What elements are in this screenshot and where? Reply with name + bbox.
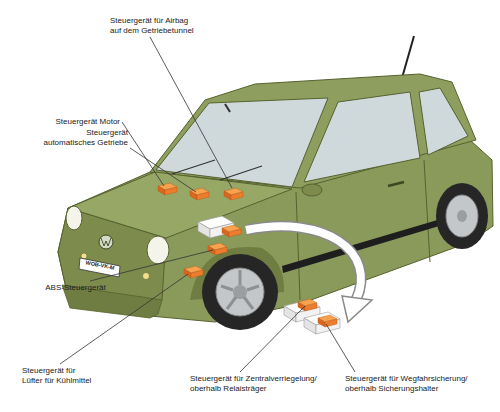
rear-hub	[457, 210, 467, 222]
antenna	[402, 36, 414, 78]
license-plate-text: WOB-VK-M	[80, 258, 121, 273]
callout-label: Steuergerät für Airbag auf dem Getriebet…	[110, 16, 198, 36]
leader-line	[122, 122, 164, 186]
emblem	[99, 235, 113, 249]
rim-spokes	[221, 270, 259, 309]
abs-control-unit	[208, 243, 227, 255]
fuse-holder	[304, 312, 340, 334]
control-unit	[222, 225, 241, 237]
pointer-arrow	[246, 226, 361, 300]
front-tire	[202, 254, 278, 330]
fog-light	[143, 273, 150, 280]
leader-line	[326, 324, 355, 372]
callout-label: Steuergerät automatisches Getriebe	[40, 128, 128, 148]
windshield	[156, 98, 328, 187]
rear-view-mirror	[225, 104, 230, 112]
callout-label: Steuergerät für Zentralverriegelung/ obe…	[190, 374, 322, 394]
side-mirror	[302, 184, 322, 196]
callout-label: Steuergerät Motor	[40, 117, 120, 127]
door-handle	[388, 182, 404, 186]
license-plate	[79, 258, 120, 277]
headlight	[66, 206, 82, 230]
headlight	[147, 236, 169, 264]
leader-line	[150, 37, 232, 188]
leader-lines	[60, 37, 355, 372]
pointer-arrow	[246, 226, 361, 300]
immobiliser-control-unit	[318, 315, 337, 327]
fan-control-unit	[184, 266, 203, 278]
leader-line	[240, 306, 305, 372]
engine-control-unit	[158, 183, 177, 195]
leader-line	[130, 148, 196, 192]
airbag-control-unit	[224, 188, 243, 200]
rear-window	[419, 88, 468, 155]
emblem	[101, 238, 111, 246]
callout-label: Steuergerät für Wegfahrsicherung/ oberha…	[345, 374, 473, 394]
wiper	[172, 160, 262, 180]
central-locking-control-unit	[298, 299, 317, 311]
callout-label: Steuergerät für Lüfter für Kühlmittel	[22, 366, 95, 386]
door-window	[304, 92, 420, 182]
pointer-arrowhead	[342, 296, 372, 322]
front-rim	[216, 268, 264, 316]
rear-rim	[446, 195, 478, 237]
car-roof	[150, 74, 476, 188]
callout-label: ABS-Steuergerät	[38, 283, 113, 293]
rear-tire	[436, 183, 488, 249]
